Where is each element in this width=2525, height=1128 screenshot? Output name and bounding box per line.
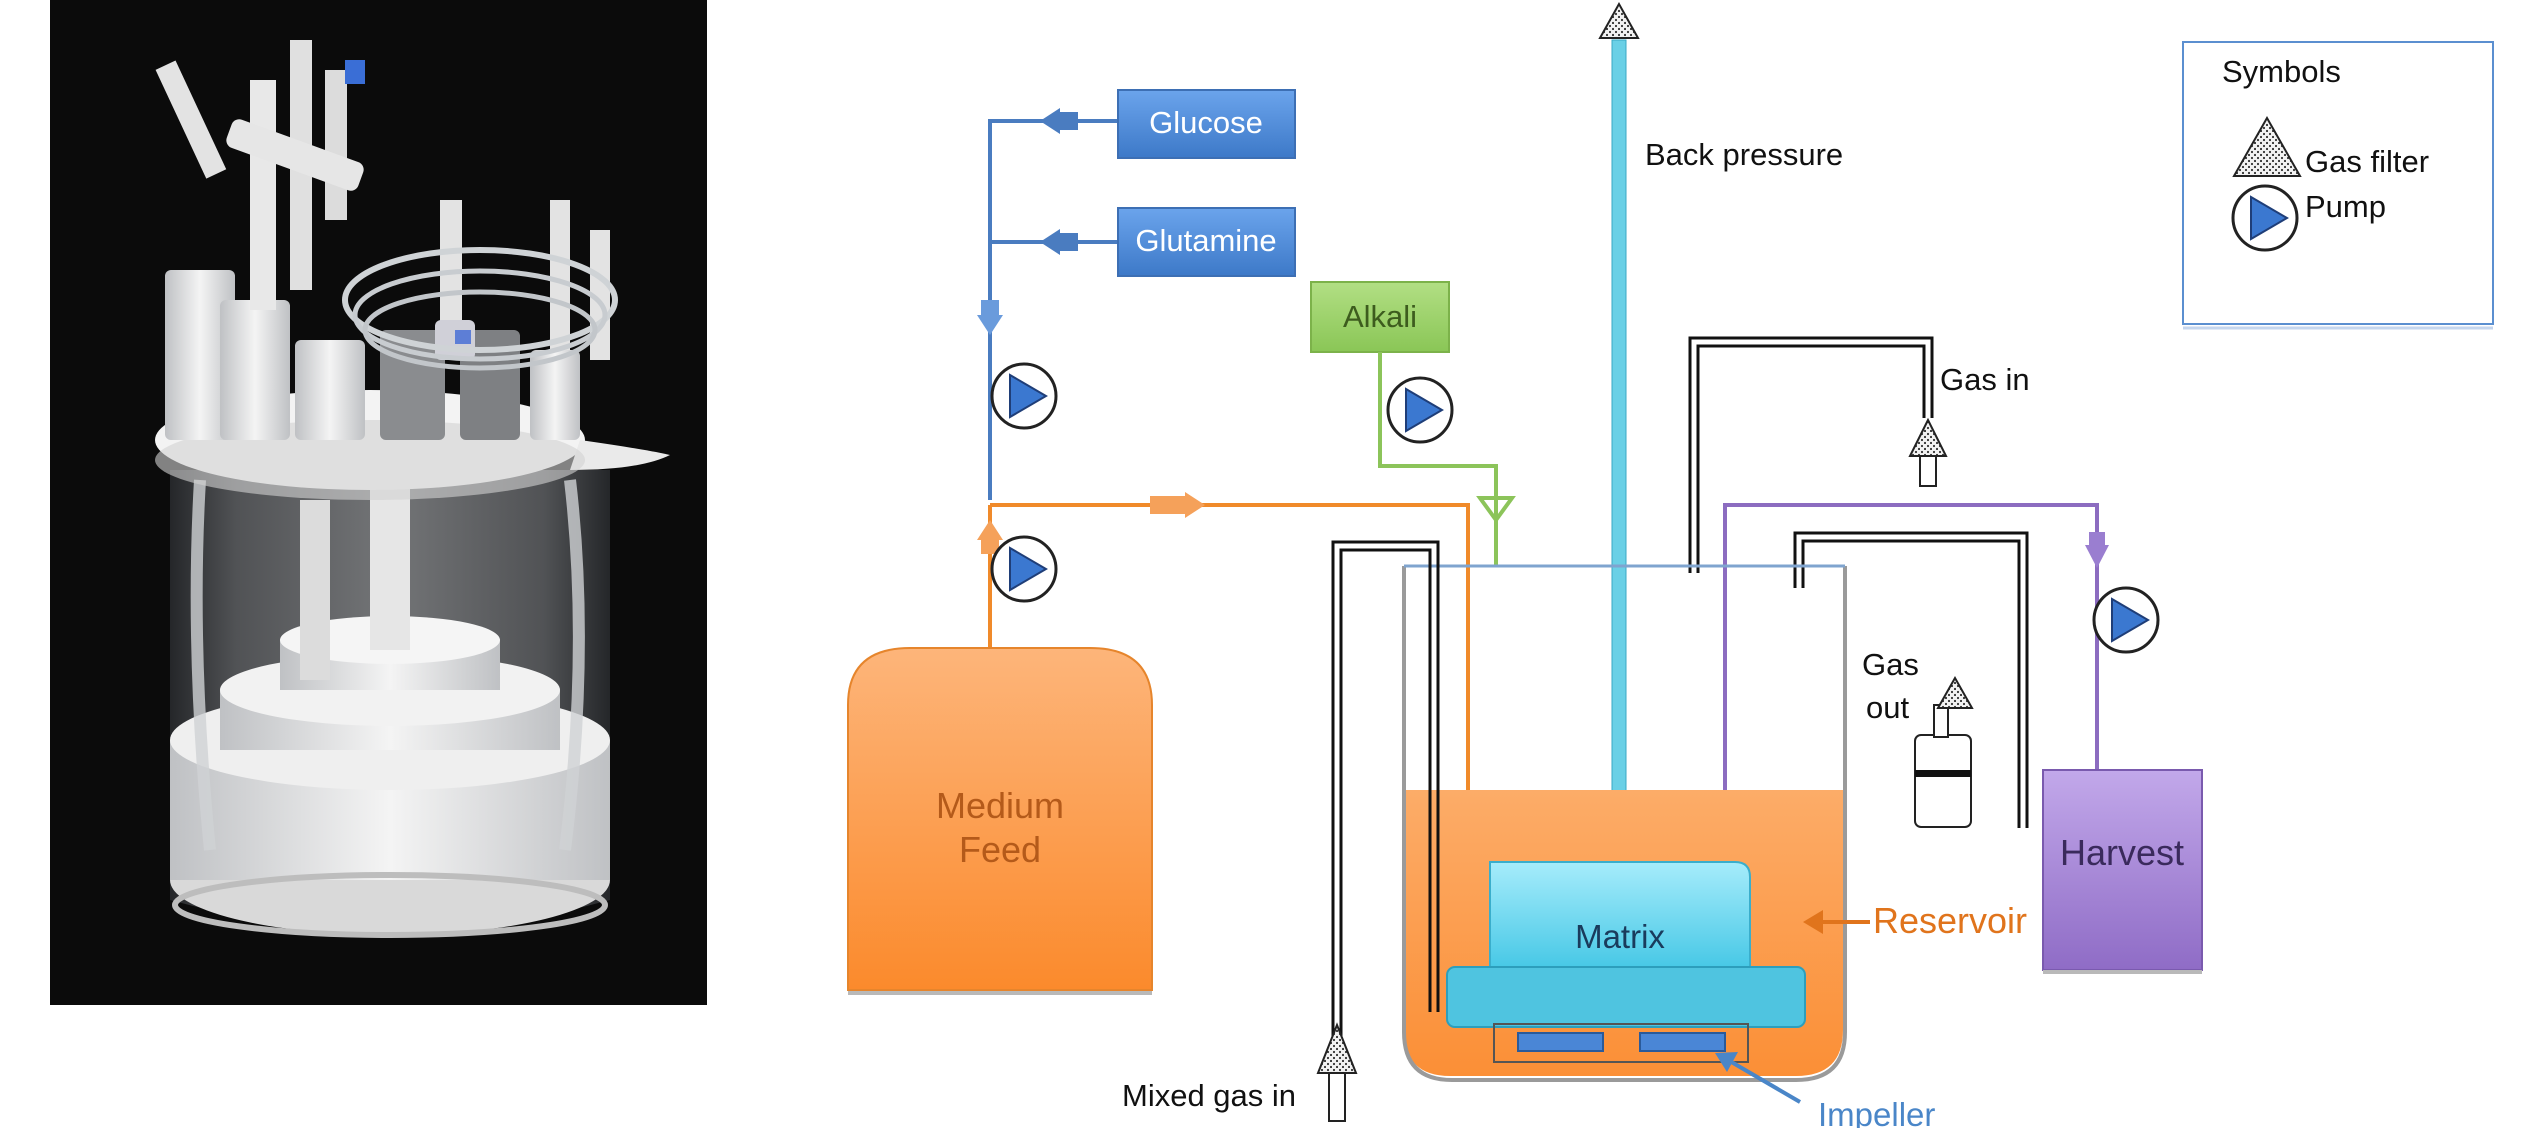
mixed-gas-line (1331, 540, 1440, 1120)
legend-title: Symbols (2222, 54, 2341, 89)
gas-in-label: Gas in (1940, 362, 2030, 397)
impeller-blade (1639, 1032, 1726, 1052)
flow-arrow-icon (1040, 108, 1060, 134)
glucose-box: Glucose (1117, 89, 1296, 159)
pump-icon (990, 535, 1058, 603)
alkali-line (1378, 352, 1516, 565)
impeller-label: Impeller (1818, 1096, 1935, 1128)
harvest-line (1723, 503, 2109, 860)
gas-out-label-line1: Gas (1862, 647, 1919, 682)
back-pressure-label: Back pressure (1645, 137, 1843, 172)
pump-icon (990, 362, 1058, 430)
gas-filter-icon (1936, 675, 1974, 709)
bioreactor-photo (50, 0, 707, 1005)
medium-feed-line (977, 492, 1470, 790)
medium-feed-label-line1: Medium (936, 785, 1064, 826)
mixed-gas-in-label: Mixed gas in (1122, 1078, 1296, 1113)
alkali-box: Alkali (1310, 281, 1450, 353)
pump-icon (1386, 376, 1454, 444)
glutamine-box: Glutamine (1117, 207, 1296, 277)
matrix-block (1489, 861, 1751, 969)
harvest-label: Harvest (2060, 832, 2184, 873)
legend-gas-filter-label: Gas filter (2305, 144, 2429, 179)
pump-icon (2092, 586, 2160, 654)
reservoir-label: Reservoir (1873, 900, 2027, 941)
impeller-annotation: Impeller (1715, 1052, 1935, 1128)
flow-arrow-icon (977, 520, 1003, 540)
medium-feed-label-line2: Feed (959, 829, 1041, 870)
gas-filter-icon (1908, 417, 1948, 457)
gas-out-line: Gas out (1793, 531, 2029, 828)
reservoir-annotation: Reservoir (1803, 900, 2027, 941)
flow-arrow-icon (1040, 229, 1060, 255)
bioreactor-vessel: Matrix (1316, 540, 1847, 1122)
flow-arrow-icon (977, 315, 1003, 335)
harvest-tank: Harvest (2042, 769, 2203, 974)
glucose-label: Glucose (1149, 105, 1263, 140)
matrix-label: Matrix (1575, 918, 1665, 955)
arrow-icon (1715, 1052, 1738, 1072)
medium-feed-tank: Medium Feed (847, 647, 1153, 995)
gas-filter-icon (1598, 1, 1640, 39)
symbols-legend: Symbols Gas filter Pump (2182, 41, 2494, 330)
arrow-left-icon (1803, 910, 1823, 934)
alkali-label: Alkali (1343, 299, 1417, 334)
gas-out-label-line2: out (1866, 690, 1909, 725)
gas-in-line: Gas in (1688, 336, 2030, 573)
flow-arrow-icon (1476, 496, 1516, 524)
impeller-housing (1493, 1023, 1749, 1063)
glucose-glutamine-line (977, 108, 1118, 500)
bioreactor-photo-illustration (155, 40, 670, 938)
back-pressure-line: Back pressure (1598, 1, 1843, 866)
gas-filter-icon (1316, 1022, 1358, 1074)
gas-filter-icon (2232, 115, 2302, 177)
condenser-icon (1914, 734, 1972, 828)
impeller-blade (1517, 1032, 1604, 1052)
glutamine-label: Glutamine (1135, 223, 1276, 258)
flow-arrow-icon (1185, 492, 1205, 518)
legend-pump-label: Pump (2305, 189, 2386, 224)
flow-arrow-icon (2085, 545, 2109, 568)
